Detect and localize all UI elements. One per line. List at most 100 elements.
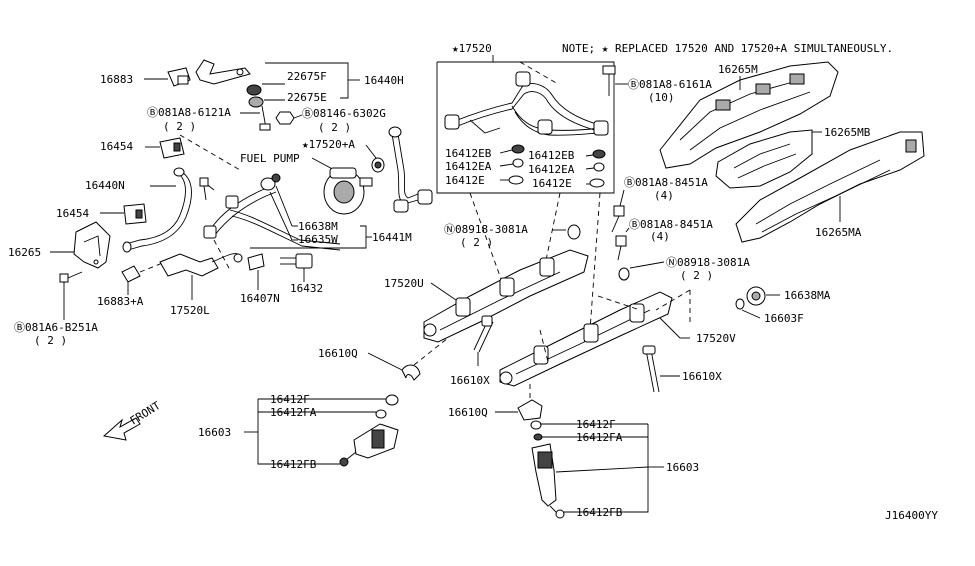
label-16441m: 16441M xyxy=(372,231,412,244)
qty-08918-3081a-1: ( 2 ) xyxy=(460,236,493,249)
qty-081a8-6161a: (10) xyxy=(648,91,675,104)
tip-16412fb-right xyxy=(555,509,565,519)
label-16265m: 16265M xyxy=(718,63,758,76)
label-16635w: 16635W xyxy=(298,233,338,246)
label-16412ea-right: 16412EA xyxy=(528,163,575,176)
bolt-icon xyxy=(602,65,616,96)
tube-17520l xyxy=(159,253,243,277)
damper-16638ma xyxy=(746,286,766,306)
label-08918-3081a-1: Ⓝ08918-3081A xyxy=(444,223,528,236)
valve-16432 xyxy=(280,253,313,269)
oring-16412fa-left xyxy=(375,409,387,419)
label-17520: ★17520 xyxy=(452,42,492,55)
clip-16610q-right xyxy=(517,399,543,421)
label-16265mb: 16265MB xyxy=(824,126,871,139)
hose-clamp-16883a xyxy=(121,265,141,283)
qty-08918-3081a-2: ( 2 ) xyxy=(680,269,713,282)
label-16454-upper: 16454 xyxy=(100,140,133,153)
clip-16454-lower xyxy=(123,203,147,225)
clip-16454-upper xyxy=(159,137,185,159)
label-081a8-6161a: Ⓑ081A8-6161A xyxy=(628,78,712,91)
qty-081a8-8451a-2: (4) xyxy=(650,230,670,243)
label-16883a: 16883+A xyxy=(97,295,144,308)
front-arrow-icon xyxy=(102,417,141,441)
label-16412eb-left: 16412EB xyxy=(445,147,492,160)
nozzle-16610x-left xyxy=(473,315,494,353)
oring-16412fa-right xyxy=(533,433,543,441)
nut-icon xyxy=(618,267,630,281)
label-16412eb-right: 16412EB xyxy=(528,149,575,162)
nut-icon xyxy=(567,224,581,240)
label-16265: 16265 xyxy=(8,246,41,259)
bracket-16440h xyxy=(195,59,251,85)
qty-081a8-6121a: ( 2 ) xyxy=(163,120,196,133)
label-17520v: 17520V xyxy=(696,332,736,345)
note-text: NOTE; ★ REPLACED 17520 AND 17520+A SIMUL… xyxy=(562,42,893,55)
cover-16265m xyxy=(659,61,839,169)
label-081a8-8451a-1: Ⓑ081A8-8451A xyxy=(624,176,708,189)
label-16610x-right: 16610X xyxy=(682,370,722,383)
label-16412f-right: 16412F xyxy=(576,418,616,431)
label-16412e-right: 16412E xyxy=(532,177,572,190)
label-17520l: 17520L xyxy=(170,304,210,317)
fuel-rail-17520v xyxy=(499,291,673,387)
label-08146-6302g: Ⓑ08146-6302G xyxy=(302,107,386,120)
seal-rings-right xyxy=(589,149,606,188)
label-17520a: ★17520+A xyxy=(302,138,355,151)
label-16412fa-left: 16412FA xyxy=(270,406,317,419)
fuel-rail-17520u xyxy=(423,249,589,343)
oring-16412f-left xyxy=(385,394,399,406)
bolt-icon xyxy=(611,205,625,233)
grommet-22675e xyxy=(248,96,264,108)
injector-16603-left xyxy=(345,423,399,461)
nut-icon xyxy=(275,111,295,125)
injector-16603-right xyxy=(531,443,557,513)
label-16610q-right: 16610Q xyxy=(448,406,488,419)
qty-08146-6302g: ( 2 ) xyxy=(318,121,351,134)
label-16883: 16883 xyxy=(100,73,133,86)
diagram-code: J16400YY xyxy=(885,509,938,522)
fuel-pump-icon xyxy=(323,167,373,215)
label-081a6-b251a: Ⓑ081A6-B251A xyxy=(14,321,98,334)
label-16412fb-right: 16412FB xyxy=(576,506,623,519)
label-16610q-left: 16610Q xyxy=(318,347,358,360)
label-16412e-left: 16412E xyxy=(445,174,485,187)
label-16603-right: 16603 xyxy=(666,461,699,474)
oring-16412f-right xyxy=(530,420,542,430)
detail-box-17520 xyxy=(436,55,615,194)
clip-16610q-left xyxy=(401,364,421,381)
tip-16412fb-left xyxy=(339,457,349,467)
label-16610x-left: 16610X xyxy=(450,374,490,387)
clip-17520a xyxy=(371,157,385,173)
bolt-icon xyxy=(615,235,627,261)
label-22675f: 22675F xyxy=(287,70,327,83)
bolt-icon xyxy=(259,105,271,131)
hose-clamp-16883 xyxy=(167,67,191,87)
cover-16265 xyxy=(73,221,111,269)
label-16412f-left: 16412F xyxy=(270,393,310,406)
label-16412fb-left: 16412FB xyxy=(270,458,317,471)
cover-16265mb xyxy=(715,129,813,189)
oring-16603f xyxy=(735,298,745,310)
label-081a8-6121a: Ⓑ081A8-6121A xyxy=(147,106,231,119)
grommet-22675f xyxy=(246,84,262,96)
fuel-tube-17520 xyxy=(444,71,609,136)
qty-081a6-b251a: ( 2 ) xyxy=(34,334,67,347)
label-16638m: 16638M xyxy=(298,220,338,233)
bolt-icon xyxy=(59,271,83,283)
front-label: FRONT xyxy=(128,399,163,428)
tube-17520a xyxy=(388,126,433,213)
label-16638ma: 16638MA xyxy=(784,289,831,302)
label-22675e: 22675E xyxy=(287,91,327,104)
label-16265ma: 16265MA xyxy=(815,226,862,239)
cover-16265ma xyxy=(735,131,925,243)
label-081a8-8451a-2: Ⓑ081A8-8451A xyxy=(629,218,713,231)
label-16440h: 16440H xyxy=(364,74,404,87)
label-17520u: 17520U xyxy=(384,277,424,290)
label-16603-left: 16603 xyxy=(198,426,231,439)
label-fuel-pump: FUEL PUMP xyxy=(240,152,300,165)
bolt-icon xyxy=(199,177,209,201)
label-08918-3081a-2: Ⓝ08918-3081A xyxy=(666,256,750,269)
fuel-line-main xyxy=(203,173,341,251)
